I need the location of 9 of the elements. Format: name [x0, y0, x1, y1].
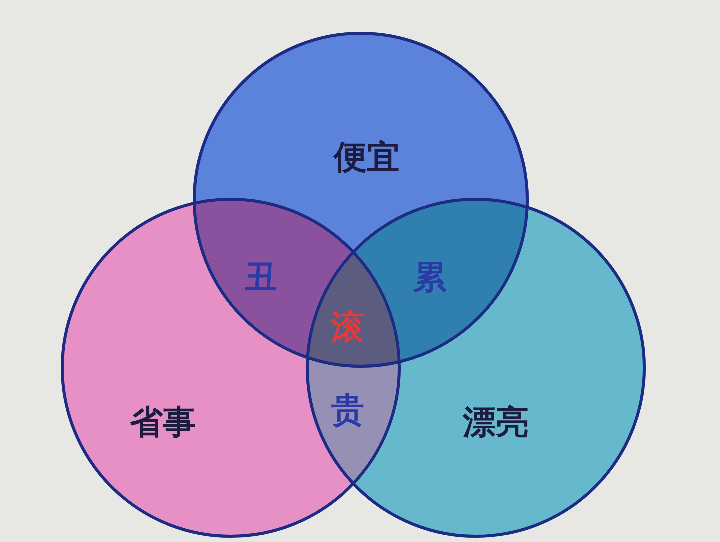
set-circle [306, 198, 646, 538]
circle-label: 省事 [130, 406, 196, 438]
region-label: 滚 [332, 310, 364, 344]
region-label: 累 [414, 260, 446, 294]
region-label: 丑 [244, 260, 278, 294]
region-label: 贵 [332, 394, 364, 426]
circle-label: 便宜 [334, 140, 400, 174]
circle-label: 漂亮 [463, 406, 529, 438]
set-circle [193, 32, 529, 368]
